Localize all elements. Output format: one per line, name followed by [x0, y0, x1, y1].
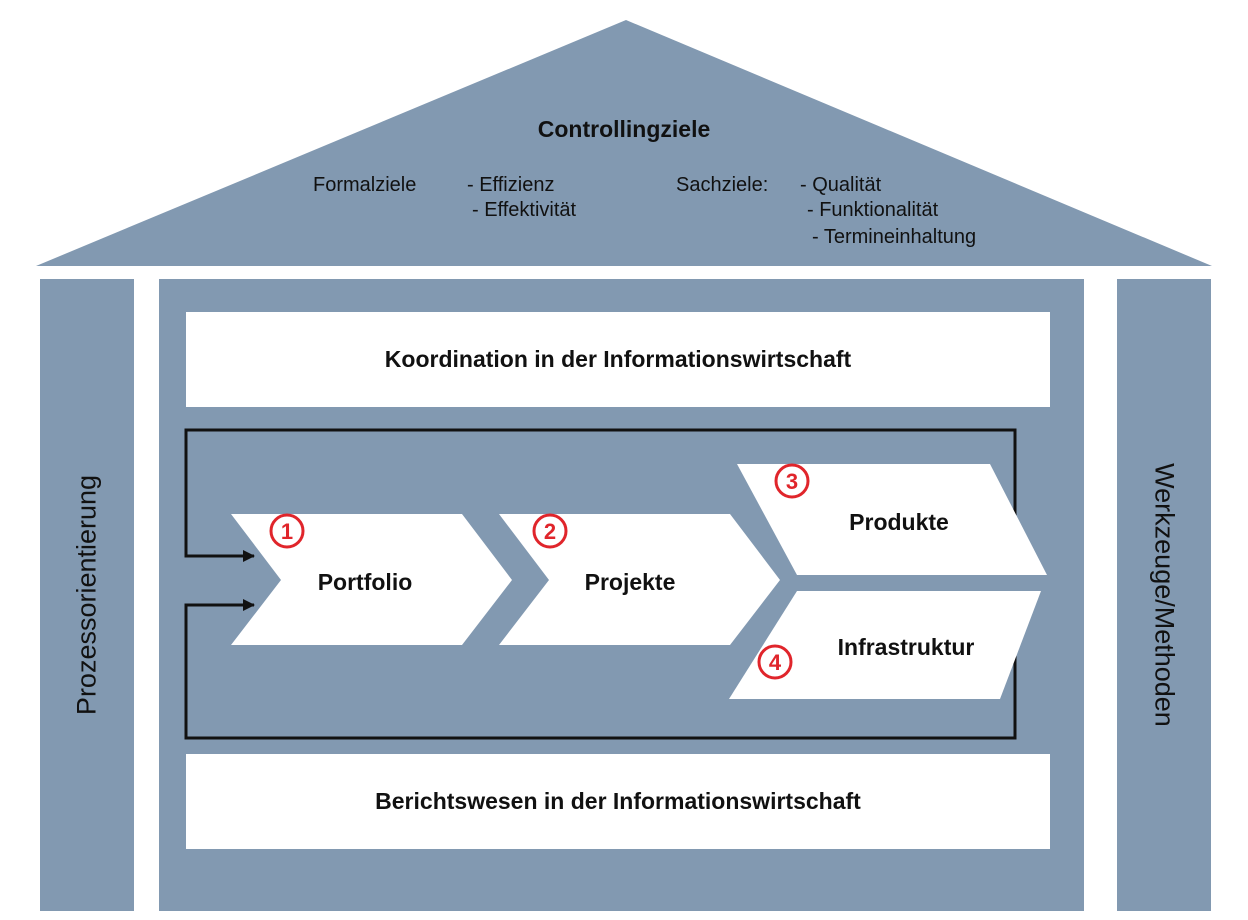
roof-triangle — [36, 20, 1212, 266]
step-label-infrastruktur: Infrastruktur — [838, 634, 975, 660]
formal-goal-item: - Effizienz — [467, 174, 555, 196]
formal-goals-label: Formalziele — [313, 174, 417, 196]
chevron-produkte — [737, 464, 1047, 575]
badge-3: 3 — [774, 463, 810, 499]
badge-4: 4 — [757, 644, 793, 680]
badge-2: 2 — [532, 513, 568, 549]
roof — [36, 20, 1212, 266]
left-pillar: Prozessorientierung — [40, 279, 134, 911]
formal-goal-item: - Effektivität — [472, 199, 577, 221]
reporting-label: Berichtswesen in der Informationswirtsch… — [375, 788, 861, 814]
chevron-projekte — [499, 514, 780, 645]
roof-title: Controllingziele — [537, 116, 711, 142]
badge-number: 2 — [544, 519, 556, 544]
material-goal-item: - Funktionalität — [807, 199, 939, 221]
reporting-band: Berichtswesen in der Informationswirtsch… — [186, 754, 1050, 849]
coordination-label: Koordination in der Informationswirtscha… — [384, 346, 852, 372]
badge-number: 1 — [281, 519, 293, 544]
badge-1: 1 — [269, 513, 305, 549]
feedback-loop-top — [184, 428, 1017, 562]
coordination-band: Koordination in der Informationswirtscha… — [186, 312, 1050, 407]
chevron-portfolio — [231, 514, 512, 645]
badge-number: 3 — [786, 469, 798, 494]
chevron-infrastruktur — [729, 591, 1041, 699]
step-label-produkte: Produkte — [849, 509, 949, 535]
material-goal-item: - Termineinhaltung — [812, 226, 977, 248]
badge-number: 4 — [769, 650, 782, 675]
step-label-portfolio: Portfolio — [318, 569, 413, 595]
feedback-loop-bottom — [184, 599, 1017, 740]
right-pillar: Werkzeuge/Methoden — [1117, 279, 1211, 911]
material-goal-item: - Qualität — [800, 174, 882, 196]
step-label-projekte: Projekte — [585, 569, 676, 595]
material-goals-label: Sachziele: — [676, 174, 769, 196]
